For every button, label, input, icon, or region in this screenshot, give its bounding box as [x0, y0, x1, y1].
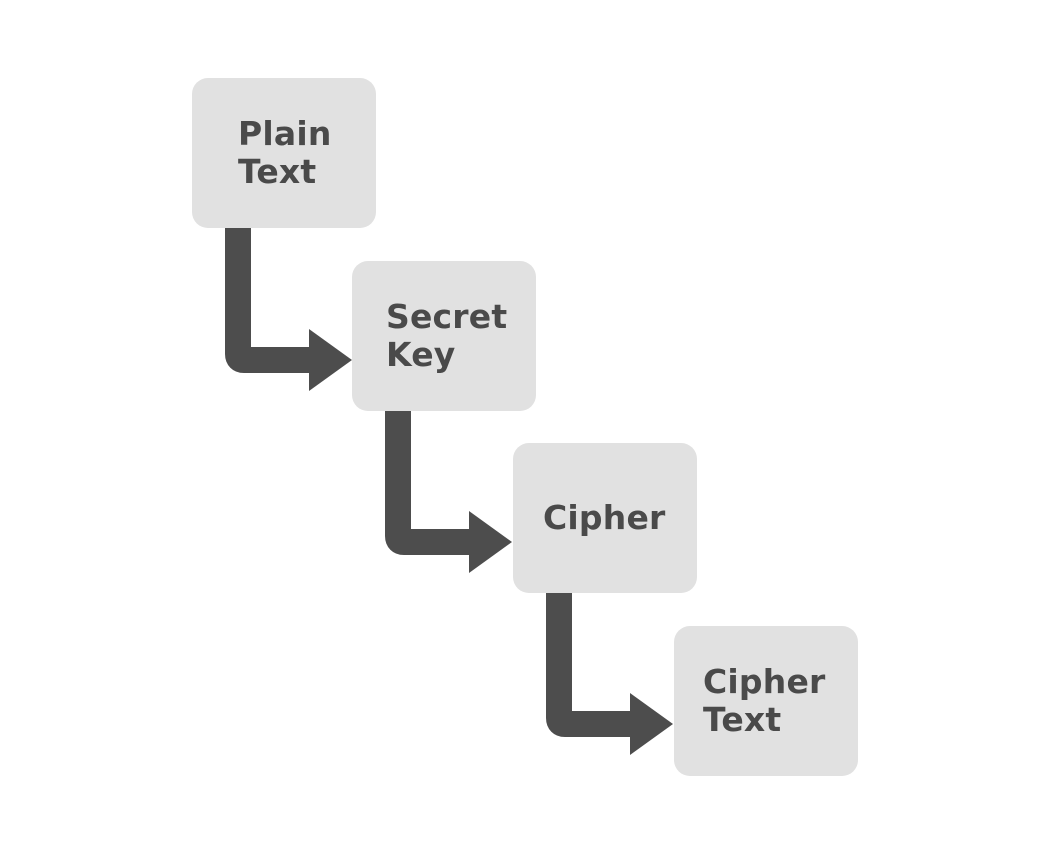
cipher-label: Cipher: [543, 499, 666, 537]
plain-text-label-line-2: Text: [238, 152, 317, 191]
plain-text-label: Plain Text: [238, 115, 332, 191]
arrow-plain-to-secret-head: [309, 329, 352, 391]
secret-key-label-line-2: Key: [386, 335, 456, 374]
cipher-box: Cipher: [513, 443, 697, 593]
plain-text-box: Plain Text: [192, 78, 376, 228]
arrow-secret-to-cipher-head: [469, 511, 512, 573]
arrow-secret-to-cipher-shaft: [385, 411, 472, 555]
secret-key-box: Secret Key: [352, 261, 536, 411]
cipher-text-box: Cipher Text: [674, 626, 858, 776]
arrow-cipher-to-ciphertext-head: [630, 693, 673, 755]
arrow-cipher-to-ciphertext-shaft: [546, 593, 633, 737]
plain-text-label-line-1: Plain: [238, 114, 332, 153]
secret-key-label-line-1: Secret: [386, 297, 508, 336]
cipher-label-line-1: Cipher: [543, 498, 666, 537]
cipher-text-label-line-2: Text: [703, 700, 782, 739]
cipher-text-label: Cipher Text: [703, 663, 826, 739]
arrow-plain-to-secret-shaft: [225, 228, 312, 373]
cipher-text-label-line-1: Cipher: [703, 662, 826, 701]
secret-key-label: Secret Key: [386, 298, 507, 374]
